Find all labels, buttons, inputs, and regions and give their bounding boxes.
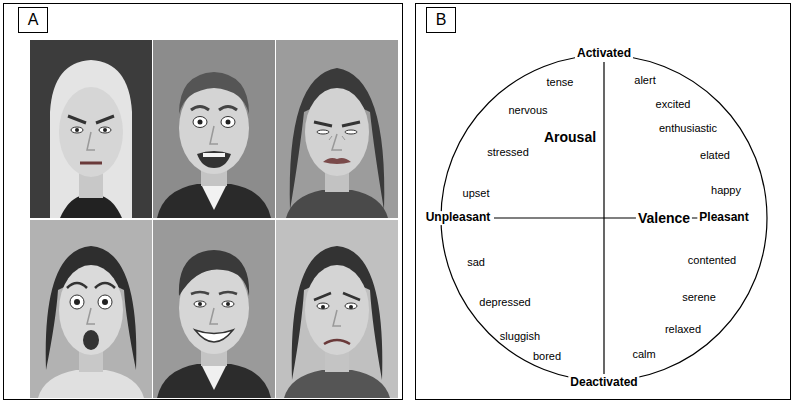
- pole-label: Unpleasant: [424, 211, 493, 225]
- emotion-word: stressed: [487, 146, 529, 159]
- emotion-word: happy: [711, 184, 741, 197]
- emotion-word: sad: [467, 256, 485, 269]
- face-photo: [276, 220, 398, 398]
- emotion-word: serene: [682, 291, 716, 304]
- panel-letter: A: [28, 11, 39, 29]
- emotion-word: elated: [700, 149, 730, 162]
- emotion-word: upset: [463, 187, 490, 200]
- emotion-word: sluggish: [500, 330, 540, 343]
- face-photo: [153, 40, 275, 218]
- emotion-word: tense: [547, 76, 574, 89]
- face-photo: [30, 220, 152, 398]
- emotion-word: calm: [632, 348, 655, 361]
- panel-frame: [4, 4, 403, 400]
- panel-letter-box: A: [18, 7, 48, 33]
- panel-letter: B: [436, 11, 447, 29]
- emotion-word: relaxed: [665, 323, 701, 336]
- face-photo: [153, 220, 275, 398]
- emotion-word: alert: [634, 74, 655, 87]
- axis-name: Valence: [636, 210, 692, 226]
- emotion-word: bored: [533, 350, 561, 363]
- emotion-word: nervous: [508, 104, 547, 117]
- emotion-word: excited: [656, 98, 691, 111]
- face-photo: [30, 40, 152, 218]
- pole-label: Pleasant: [697, 211, 750, 225]
- emotion-word: enthusiastic: [659, 122, 717, 135]
- face-photo: [276, 40, 398, 218]
- pole-label: Activated: [575, 47, 633, 61]
- pole-label: Deactivated: [568, 376, 639, 390]
- emotion-word: depressed: [479, 296, 530, 309]
- axis-name: Arousal: [542, 129, 598, 145]
- panel-frame: [416, 4, 791, 400]
- emotion-word: contented: [688, 254, 736, 267]
- panel-letter-box: B: [426, 7, 456, 33]
